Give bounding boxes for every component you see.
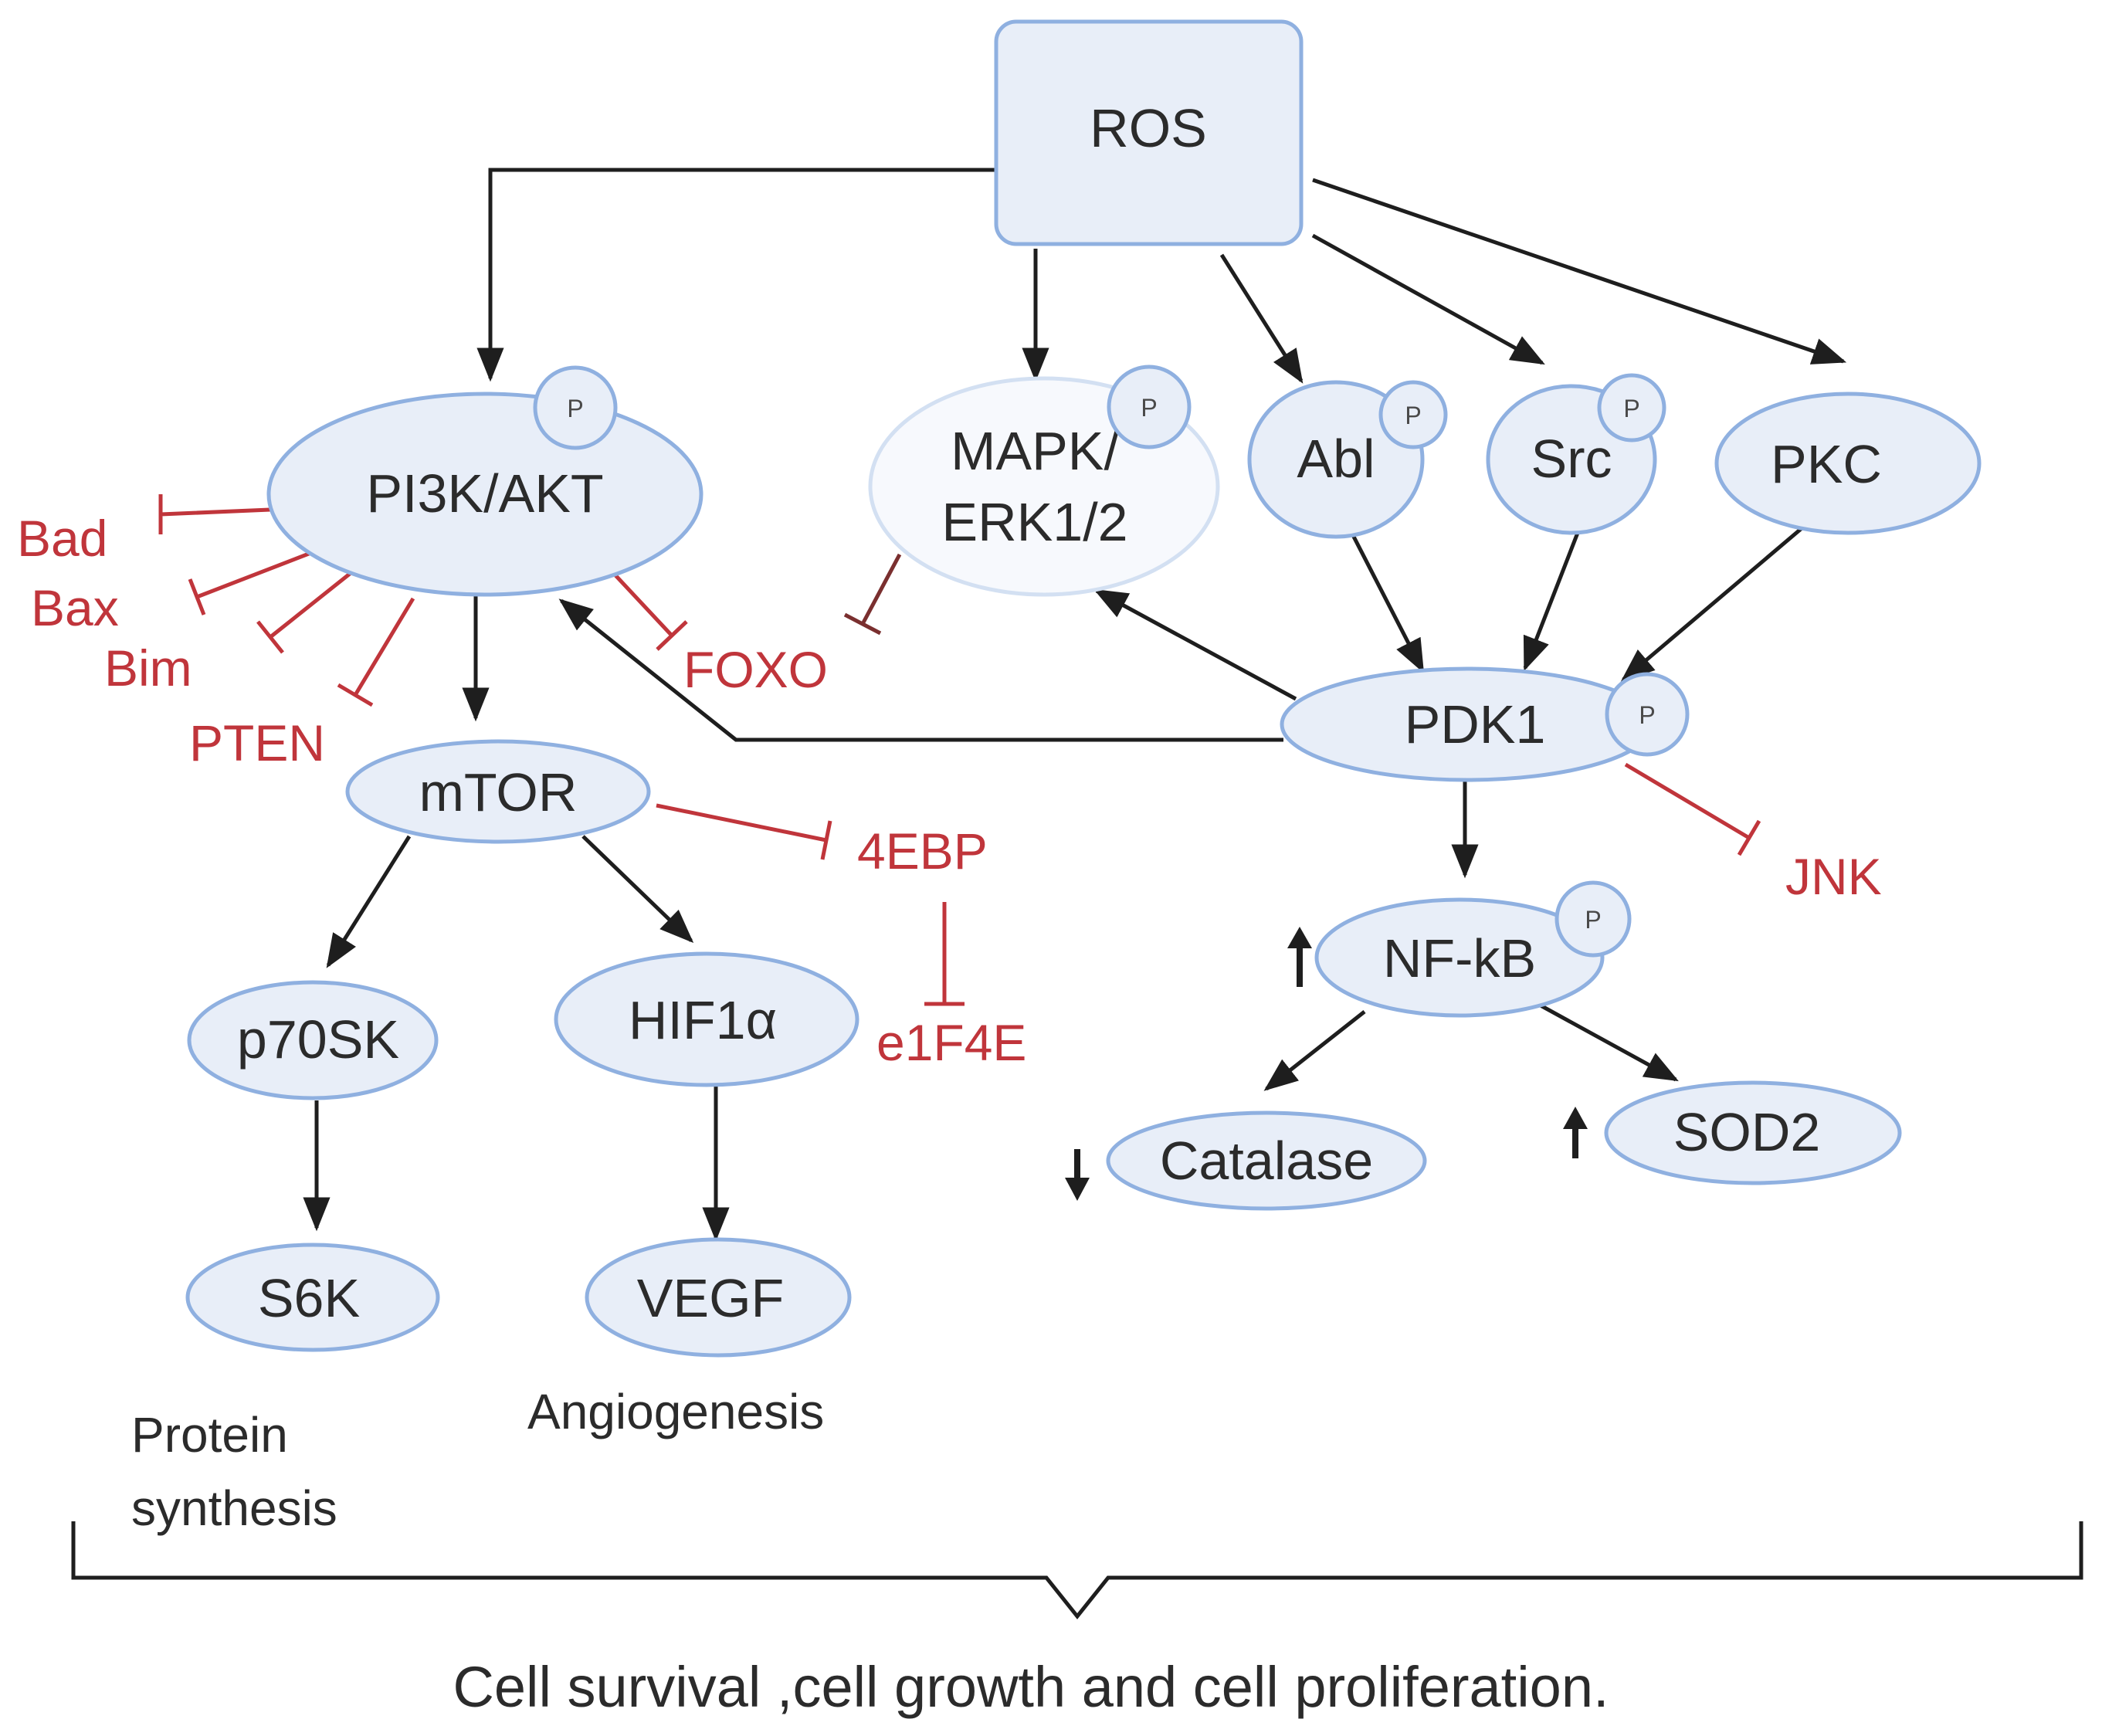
- edge-ros-to-pkc: [1312, 178, 1847, 364]
- catalase-label: Catalase: [1160, 1131, 1373, 1191]
- phospho-nfkb: [1554, 880, 1632, 958]
- 4ebp-label: 4EBP: [857, 822, 988, 880]
- node-p70sk: p70SK: [187, 980, 439, 1100]
- phospho-src: [1597, 373, 1666, 442]
- angiogenesis-label: Angiogenesis: [527, 1384, 824, 1439]
- inhibit-foxo: [614, 574, 688, 651]
- outcome-labels: Protein synthesis Angiogenesis: [131, 1384, 824, 1536]
- node-hif1a: HIF1α: [554, 951, 859, 1087]
- phospho-src-label: P: [1623, 395, 1639, 422]
- edge-pkc-to-pdk1: [1620, 524, 1807, 682]
- edge-abl-to-pdk1: [1351, 534, 1425, 673]
- node-src: Src P: [1486, 373, 1666, 535]
- pdk1-label: PDK1: [1405, 694, 1546, 754]
- inhibit-4ebp: [656, 803, 832, 860]
- regulation-markers: [1065, 927, 1588, 1201]
- phospho-mapk-label: P: [1141, 394, 1157, 422]
- node-pkc: PKC: [1714, 392, 1982, 535]
- node-vegf: VEGF: [585, 1237, 852, 1358]
- sod2-up-arrow-icon: [1563, 1107, 1588, 1158]
- overall-outcome-label: Cell survival ,cell growth and cell prol…: [453, 1655, 1609, 1719]
- phospho-pdk1: [1605, 672, 1690, 757]
- activation-edges: [303, 168, 1847, 1242]
- node-mapk-erk: MAPK/ ERK1/2 P: [868, 364, 1220, 597]
- node-mtor: mTOR: [345, 739, 651, 844]
- node-pi3k-akt: PI3K/AKT P: [266, 365, 703, 597]
- inhibit-bim: [256, 566, 359, 654]
- pkc-label: PKC: [1771, 434, 1882, 494]
- protein-synthesis-line1: Protein: [131, 1407, 288, 1463]
- edge-pdk1-to-pi3k: [558, 598, 1283, 742]
- bad-label: Bad: [17, 510, 107, 567]
- eif4e-label: e1F4E: [876, 1014, 1026, 1071]
- sod2-label: SOD2: [1673, 1102, 1821, 1162]
- nfkb-label: NF-kB: [1383, 928, 1536, 988]
- nfkb-up-arrow-icon: [1287, 927, 1312, 987]
- bax-label: Bax: [31, 579, 119, 636]
- inhibit-pten: [337, 597, 415, 707]
- hif1a-label: HIF1α: [629, 990, 777, 1050]
- edge-mtor-to-hif1a: [581, 835, 694, 944]
- node-abl: Abl P: [1247, 380, 1448, 539]
- s6k-label: S6K: [258, 1268, 360, 1328]
- summary-brace: [71, 1521, 2083, 1620]
- phospho-abl: [1378, 380, 1448, 449]
- edge-ros-to-src: [1311, 233, 1545, 365]
- pten-label: PTEN: [189, 714, 325, 771]
- catalase-down-arrow-icon: [1065, 1149, 1090, 1201]
- inhibited-targets: Bad Bax Bim PTEN FOXO 4EBP e1F4E JNK: [17, 510, 1882, 1071]
- phospho-mapk: [1107, 364, 1192, 449]
- phospho-pi3k-label: P: [567, 395, 583, 422]
- node-sod2: SOD2: [1604, 1080, 1902, 1185]
- edge-nfkb-to-sod2: [1539, 1003, 1679, 1082]
- foxo-label: FOXO: [683, 641, 828, 698]
- node-ros: ROS: [994, 19, 1304, 246]
- inhibit-jnk: [1624, 762, 1761, 856]
- protein-synthesis-line2: synthesis: [131, 1480, 337, 1536]
- jnk-label: JNK: [1785, 848, 1882, 905]
- inhibit-bax: [188, 546, 324, 615]
- vegf-label: VEGF: [637, 1268, 785, 1328]
- inhibit-eif4e: [924, 902, 965, 1006]
- node-s6k: S6K: [185, 1243, 440, 1352]
- edge-ros-to-pi3k: [476, 168, 996, 382]
- p70sk-label: p70SK: [237, 1009, 399, 1070]
- mapk-label-line2: ERK1/2: [941, 492, 1127, 552]
- edge-src-to-pdk1: [1523, 532, 1580, 672]
- mapk-label-line1: MAPK/: [951, 421, 1119, 481]
- bim-label: Bim: [104, 639, 192, 697]
- node-nfkb: NF-kB P: [1314, 880, 1632, 1018]
- phospho-abl-label: P: [1405, 402, 1421, 429]
- edge-mtor-to-p70sk: [326, 835, 412, 968]
- src-label: Src: [1531, 429, 1612, 489]
- edge-nfkb-to-catalase: [1263, 1010, 1366, 1091]
- pi3k-akt-label: PI3K/AKT: [366, 463, 603, 524]
- phospho-nfkb-label: P: [1585, 906, 1601, 934]
- mtor-label: mTOR: [419, 762, 578, 822]
- inhibit-foxo-by-mapk: [843, 553, 902, 636]
- edge-ros-to-abl: [1219, 253, 1304, 384]
- edge-pdk1-to-mapk: [1093, 588, 1297, 701]
- phospho-pi3k: [533, 365, 618, 450]
- ros-label: ROS: [1090, 98, 1207, 158]
- node-catalase: Catalase: [1106, 1110, 1427, 1211]
- abl-label: Abl: [1297, 429, 1375, 489]
- phospho-pdk1-label: P: [1639, 701, 1655, 729]
- node-pdk1: PDK1 P: [1280, 666, 1690, 782]
